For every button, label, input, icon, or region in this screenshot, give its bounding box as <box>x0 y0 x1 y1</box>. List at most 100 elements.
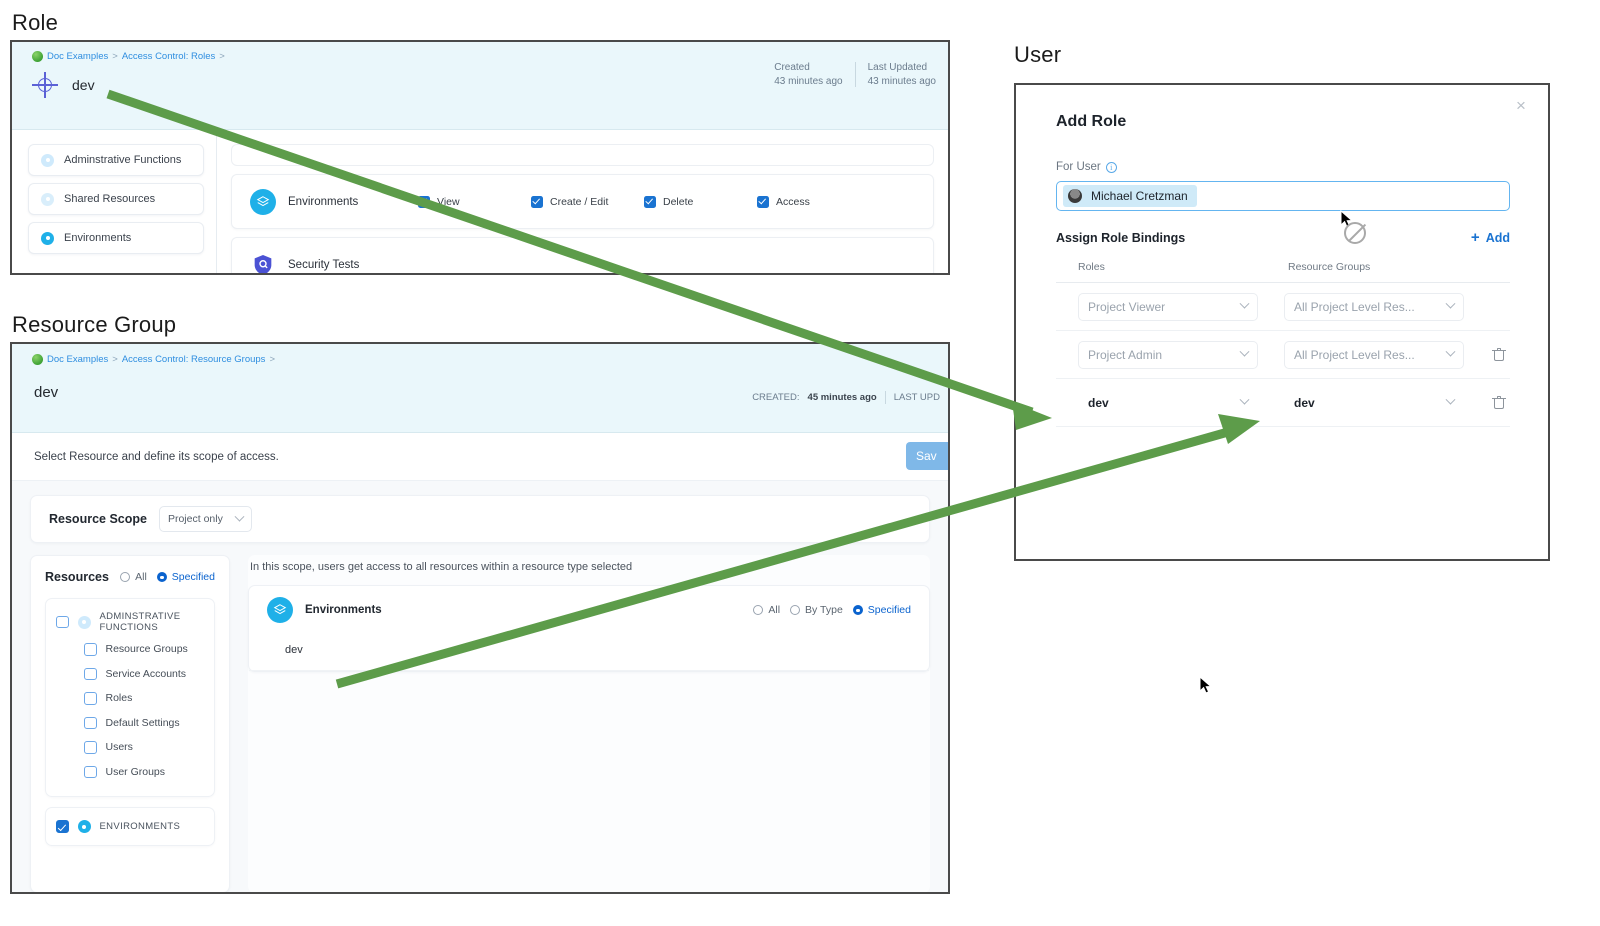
permission-create-edit[interactable]: Create / Edit <box>531 195 644 208</box>
resource-group-select[interactable]: dev <box>1284 388 1464 417</box>
permission-row-security-tests[interactable]: Security Tests <box>231 237 934 273</box>
checkbox-checked-icon[interactable] <box>757 195 769 208</box>
user-chip[interactable]: Michael Cretzman <box>1063 185 1197 207</box>
checkbox-icon[interactable] <box>56 615 69 629</box>
save-button[interactable]: Sav <box>906 442 948 470</box>
permission-access[interactable]: Access <box>757 195 870 208</box>
role-title-row: dev <box>32 72 95 98</box>
resource-group-panel: Doc Examples > Access Control: Resource … <box>10 342 950 894</box>
checkbox-icon[interactable] <box>84 716 97 729</box>
rg-created-label: CREATED: <box>752 392 800 403</box>
no-drop-icon <box>1344 222 1366 244</box>
chevron-down-icon <box>1445 298 1456 309</box>
radio-icon[interactable] <box>120 572 131 582</box>
table-row[interactable]: dev dev <box>1056 379 1510 427</box>
role-select-value: Project Admin <box>1088 347 1163 362</box>
checkbox-checked-icon[interactable] <box>531 195 543 208</box>
checkbox-checked-icon[interactable] <box>418 195 430 208</box>
breadcrumb[interactable]: Doc Examples > Access Control: Resource … <box>32 354 275 365</box>
permission-delete[interactable]: Delete <box>644 195 757 208</box>
checkbox-icon[interactable] <box>84 741 97 754</box>
breadcrumb-access-control-resource-groups[interactable]: Access Control: Resource Groups <box>121 354 266 365</box>
permission-resource-label: Security Tests <box>288 258 360 271</box>
role-select[interactable]: Project Admin <box>1078 340 1258 369</box>
add-binding-label: Add <box>1485 231 1510 245</box>
project-leaf-icon <box>32 51 43 62</box>
assign-role-bindings-title: Assign Role Bindings <box>1056 231 1186 245</box>
group-header[interactable]: ENVIRONMENTS <box>56 820 204 833</box>
role-created-label: Created <box>774 62 810 73</box>
role-select[interactable]: Project Viewer <box>1078 292 1258 321</box>
resource-scope-label: Resource Scope <box>49 512 147 526</box>
sidebar-item-administrative-functions[interactable]: Adminstrative Functions <box>28 144 204 176</box>
breadcrumb-separator: > <box>112 354 118 365</box>
group-child-service-accounts[interactable]: Service Accounts <box>56 662 204 687</box>
checkbox-icon[interactable] <box>84 643 97 656</box>
table-row[interactable]: Project Viewer All Project Level Res... <box>1056 283 1510 331</box>
resource-group-select[interactable]: All Project Level Res... <box>1284 340 1464 369</box>
for-user-input[interactable]: Michael Cretzman <box>1056 181 1510 211</box>
rg-subbar-text: Select Resource and define its scope of … <box>34 450 279 463</box>
group-child-user-groups[interactable]: User Groups <box>56 760 204 785</box>
table-divider <box>1056 282 1510 283</box>
rg-meta: CREATED: 45 minutes ago LAST UPD <box>752 391 940 404</box>
scope-note: In this scope, users get access to all r… <box>250 561 633 573</box>
breadcrumb-access-control-roles[interactable]: Access Control: Roles <box>121 51 216 62</box>
delete-binding-icon[interactable] <box>1492 347 1506 362</box>
chevron-down-icon <box>1445 346 1456 357</box>
sidebar-item-environments[interactable]: Environments <box>28 222 204 254</box>
permission-checkbox-group: View Create / Edit Delete Access <box>418 195 915 208</box>
sidebar-item-shared-resources[interactable]: Shared Resources <box>28 183 204 215</box>
checkbox-icon[interactable] <box>84 667 97 680</box>
group-header[interactable]: ADMINSTRATIVE FUNCTIONS <box>56 611 204 633</box>
checkbox-checked-icon[interactable] <box>644 195 656 208</box>
rg-updated-label: LAST UPD <box>893 392 940 403</box>
meta-divider <box>884 391 886 404</box>
add-role-dialog: × Add Role For User i Michael Cretzman A… <box>1014 83 1550 561</box>
group-child-roles[interactable]: Roles <box>56 686 204 711</box>
role-bindings-table: Roles Resource Groups Project Viewer All… <box>1056 261 1510 427</box>
group-child-resource-groups[interactable]: Resource Groups <box>56 637 204 662</box>
scope-option-all[interactable]: All <box>753 604 780 616</box>
user-chip-name: Michael Cretzman <box>1091 189 1188 203</box>
radio-selected-icon[interactable] <box>156 572 167 582</box>
radio-label: Specified <box>867 604 911 616</box>
checkbox-checked-icon[interactable] <box>56 820 69 833</box>
role-permissions: Environments View Create / Edit Delete <box>217 130 948 273</box>
group-child-users[interactable]: Users <box>56 735 204 760</box>
rg-created-value: 45 minutes ago <box>807 392 877 403</box>
resources-option-all[interactable]: All <box>120 571 147 583</box>
radio-icon[interactable] <box>753 605 764 615</box>
table-row[interactable]: Project Admin All Project Level Res... <box>1056 331 1510 379</box>
permission-view[interactable]: View <box>418 195 531 208</box>
pale-dot-icon <box>41 192 54 206</box>
radio-selected-icon[interactable] <box>852 605 863 615</box>
permission-row-environments[interactable]: Environments View Create / Edit Delete <box>231 174 934 229</box>
resource-group-select[interactable]: All Project Level Res... <box>1284 292 1464 321</box>
breadcrumb-doc-examples[interactable]: Doc Examples <box>47 354 109 365</box>
table-header: Roles Resource Groups <box>1056 261 1510 282</box>
pale-dot-icon <box>77 615 91 629</box>
group-title: ADMINSTRATIVE FUNCTIONS <box>99 611 181 633</box>
group-child-default-settings[interactable]: Default Settings <box>56 711 204 736</box>
for-user-label: For User <box>1056 161 1101 173</box>
add-binding-button[interactable]: + Add <box>1471 230 1510 245</box>
breadcrumb-doc-examples[interactable]: Doc Examples <box>47 51 109 62</box>
role-panel: Doc Examples > Access Control: Roles > d… <box>10 40 950 275</box>
info-icon[interactable]: i <box>1105 161 1117 173</box>
child-label: Service Accounts <box>105 667 187 680</box>
scope-option-specified[interactable]: Specified <box>852 604 911 616</box>
close-icon[interactable]: × <box>1516 96 1526 115</box>
role-header-band: Doc Examples > Access Control: Roles > d… <box>12 42 948 130</box>
checkbox-icon[interactable] <box>84 765 97 778</box>
resources-option-specified[interactable]: Specified <box>156 571 215 583</box>
chevron-down-icon <box>1239 394 1250 405</box>
role-select[interactable]: dev <box>1078 388 1258 417</box>
radio-icon[interactable] <box>790 605 801 615</box>
delete-binding-icon[interactable] <box>1492 395 1506 410</box>
resource-scope-select[interactable]: Project only <box>158 506 252 532</box>
breadcrumb[interactable]: Doc Examples > Access Control: Roles > <box>32 51 225 62</box>
checkbox-icon[interactable] <box>84 692 97 705</box>
resource-group-select-value: dev <box>1294 395 1315 410</box>
scope-option-by-type[interactable]: By Type <box>790 604 843 616</box>
